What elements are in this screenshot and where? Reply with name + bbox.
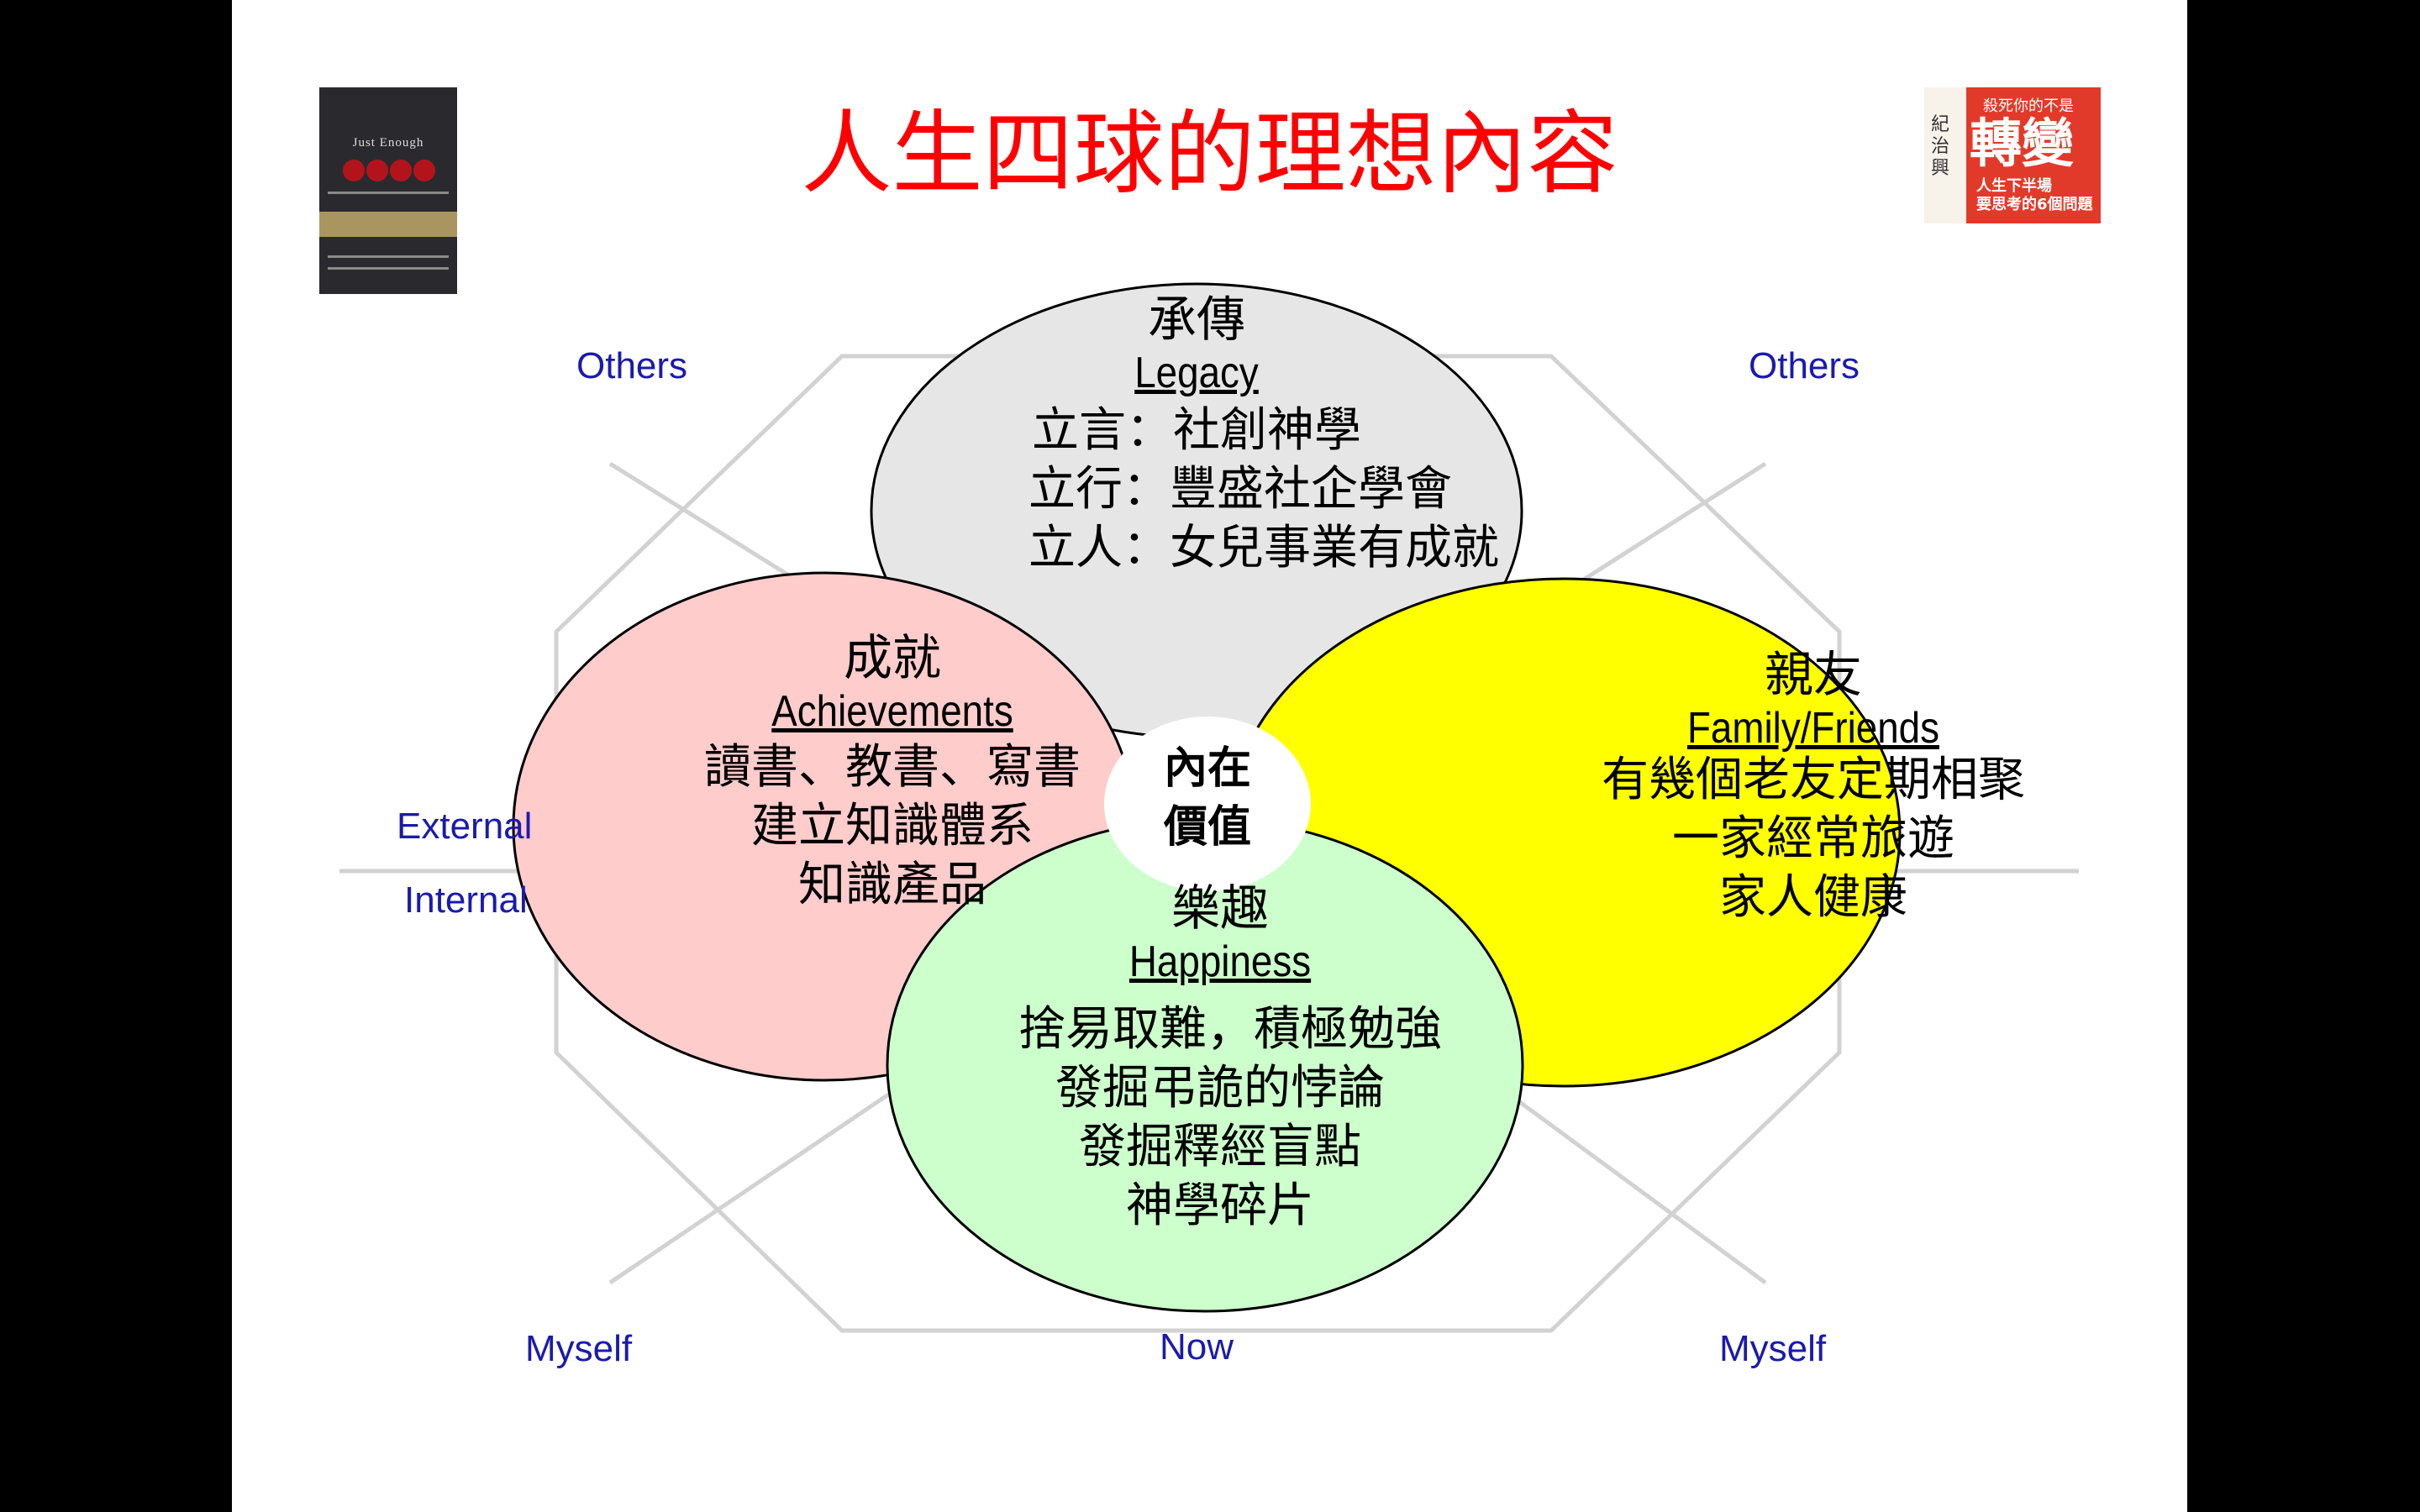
- axis-label-internal: Internal: [404, 879, 528, 921]
- achievements-title-zh: 成就: [843, 629, 941, 686]
- just-enough-book-cover: Just Enough: [319, 87, 457, 294]
- book-cover-red-panel: [1966, 87, 2101, 223]
- happiness-title-zh: 樂趣: [1171, 879, 1269, 937]
- family-line: 有幾個老友定期相聚: [1602, 753, 2025, 807]
- achievements-line: 建立知識體系: [751, 799, 1034, 853]
- happiness-title-en: Happiness: [1128, 937, 1312, 986]
- happiness-line: 神學碎片: [1126, 1179, 1314, 1233]
- family-line: 家人健康: [1719, 870, 1907, 925]
- book-cover-title: Just Enough: [352, 136, 424, 150]
- axis-label-myself-left: Myself: [525, 1328, 633, 1369]
- axis-label-now: Now: [1160, 1326, 1234, 1368]
- apple-icon: [366, 160, 388, 181]
- book-author-line: [328, 267, 449, 270]
- achievements-line: 讀書、教書、寫書: [704, 740, 1081, 795]
- core-value-circle: [1104, 717, 1311, 891]
- legacy-title-zh: 承傳: [1147, 291, 1245, 348]
- happiness-line: 發掘釋經盲點: [1079, 1120, 1361, 1174]
- axis-label-myself-right: Myself: [1719, 1328, 1827, 1369]
- core-value-line: 內在: [1163, 743, 1251, 794]
- transformation-book-cover: 紀治興 殺死你的不是 轉變 人生下半場 要思考的6個問題: [1924, 87, 2101, 223]
- core-value-line: 價值: [1163, 802, 1251, 853]
- achievements-title-en: Achievements: [771, 687, 1013, 736]
- family-title-en: Family/Friends: [1686, 704, 1940, 753]
- book-big-title: 轉變: [1970, 113, 2075, 174]
- happiness-heading: 樂趣 Happiness: [1018, 879, 1422, 986]
- happiness-line: 發掘弔詭的悖論: [1055, 1061, 1385, 1116]
- family-content: 有幾個老友定期相聚 一家經常旅遊 家人健康: [1561, 751, 2065, 927]
- diagram-canvas: [339, 282, 2079, 1333]
- axis-label-others-right: Others: [1749, 345, 1860, 386]
- apple-icon: [413, 160, 435, 181]
- legacy-heading: 承傳 Legacy: [1028, 290, 1365, 397]
- achievements-content: 讀書、教書、寫書 建立知識體系 知識產品: [699, 738, 1086, 915]
- book-author-line: [328, 255, 449, 258]
- book-subtitle-line: [328, 192, 449, 194]
- page-title: 人生四球的理想內容: [801, 102, 1618, 207]
- apple-icon: [390, 160, 412, 181]
- book-subtitle-2: 要思考的6個問題: [1976, 196, 2093, 213]
- apple-icon: [343, 160, 365, 181]
- legacy-line: 立言：社創神學: [1032, 403, 1361, 458]
- slide: 人生四球的理想內容 Just Enough 紀治興 殺死你的不是 轉變 人生下半…: [232, 0, 2187, 1512]
- book-author: 紀治興: [1931, 114, 1950, 179]
- legacy-title-en: Legacy: [1134, 349, 1259, 397]
- happiness-line: 捨易取難，積極勉強: [1018, 1002, 1442, 1057]
- axis-label-others-left: Others: [576, 345, 688, 386]
- book-subtitle-1: 人生下半場: [1976, 177, 2052, 195]
- core-value-label: 內在 價值: [1123, 739, 1292, 857]
- achievements-line: 知識產品: [798, 858, 986, 912]
- legacy-line: 立人：女兒事業有成就: [1028, 521, 1499, 575]
- diagonal-line-bl: [608, 1064, 931, 1285]
- legacy-content: 立言：社創神學 立行：豐盛社企學會 立人：女兒事業有成就: [1028, 402, 1499, 578]
- family-heading: 親友 Family/Friends: [1561, 645, 2065, 753]
- family-line: 一家經常旅遊: [1672, 811, 1954, 866]
- diagonal-line-br: [1516, 1098, 1767, 1285]
- achievements-heading: 成就 Achievements: [699, 628, 1086, 736]
- legacy-line: 立行：豐盛社企學會: [1028, 462, 1452, 517]
- book-cover-band: [319, 212, 457, 237]
- family-title-zh: 親友: [1764, 646, 1862, 703]
- happiness-content: 捨易取難，積極勉強 發掘弔詭的悖論 發掘釋經盲點 神學碎片: [1018, 1000, 1442, 1236]
- book-tagline: 殺死你的不是: [1983, 97, 2074, 115]
- axis-label-external: External: [397, 806, 533, 847]
